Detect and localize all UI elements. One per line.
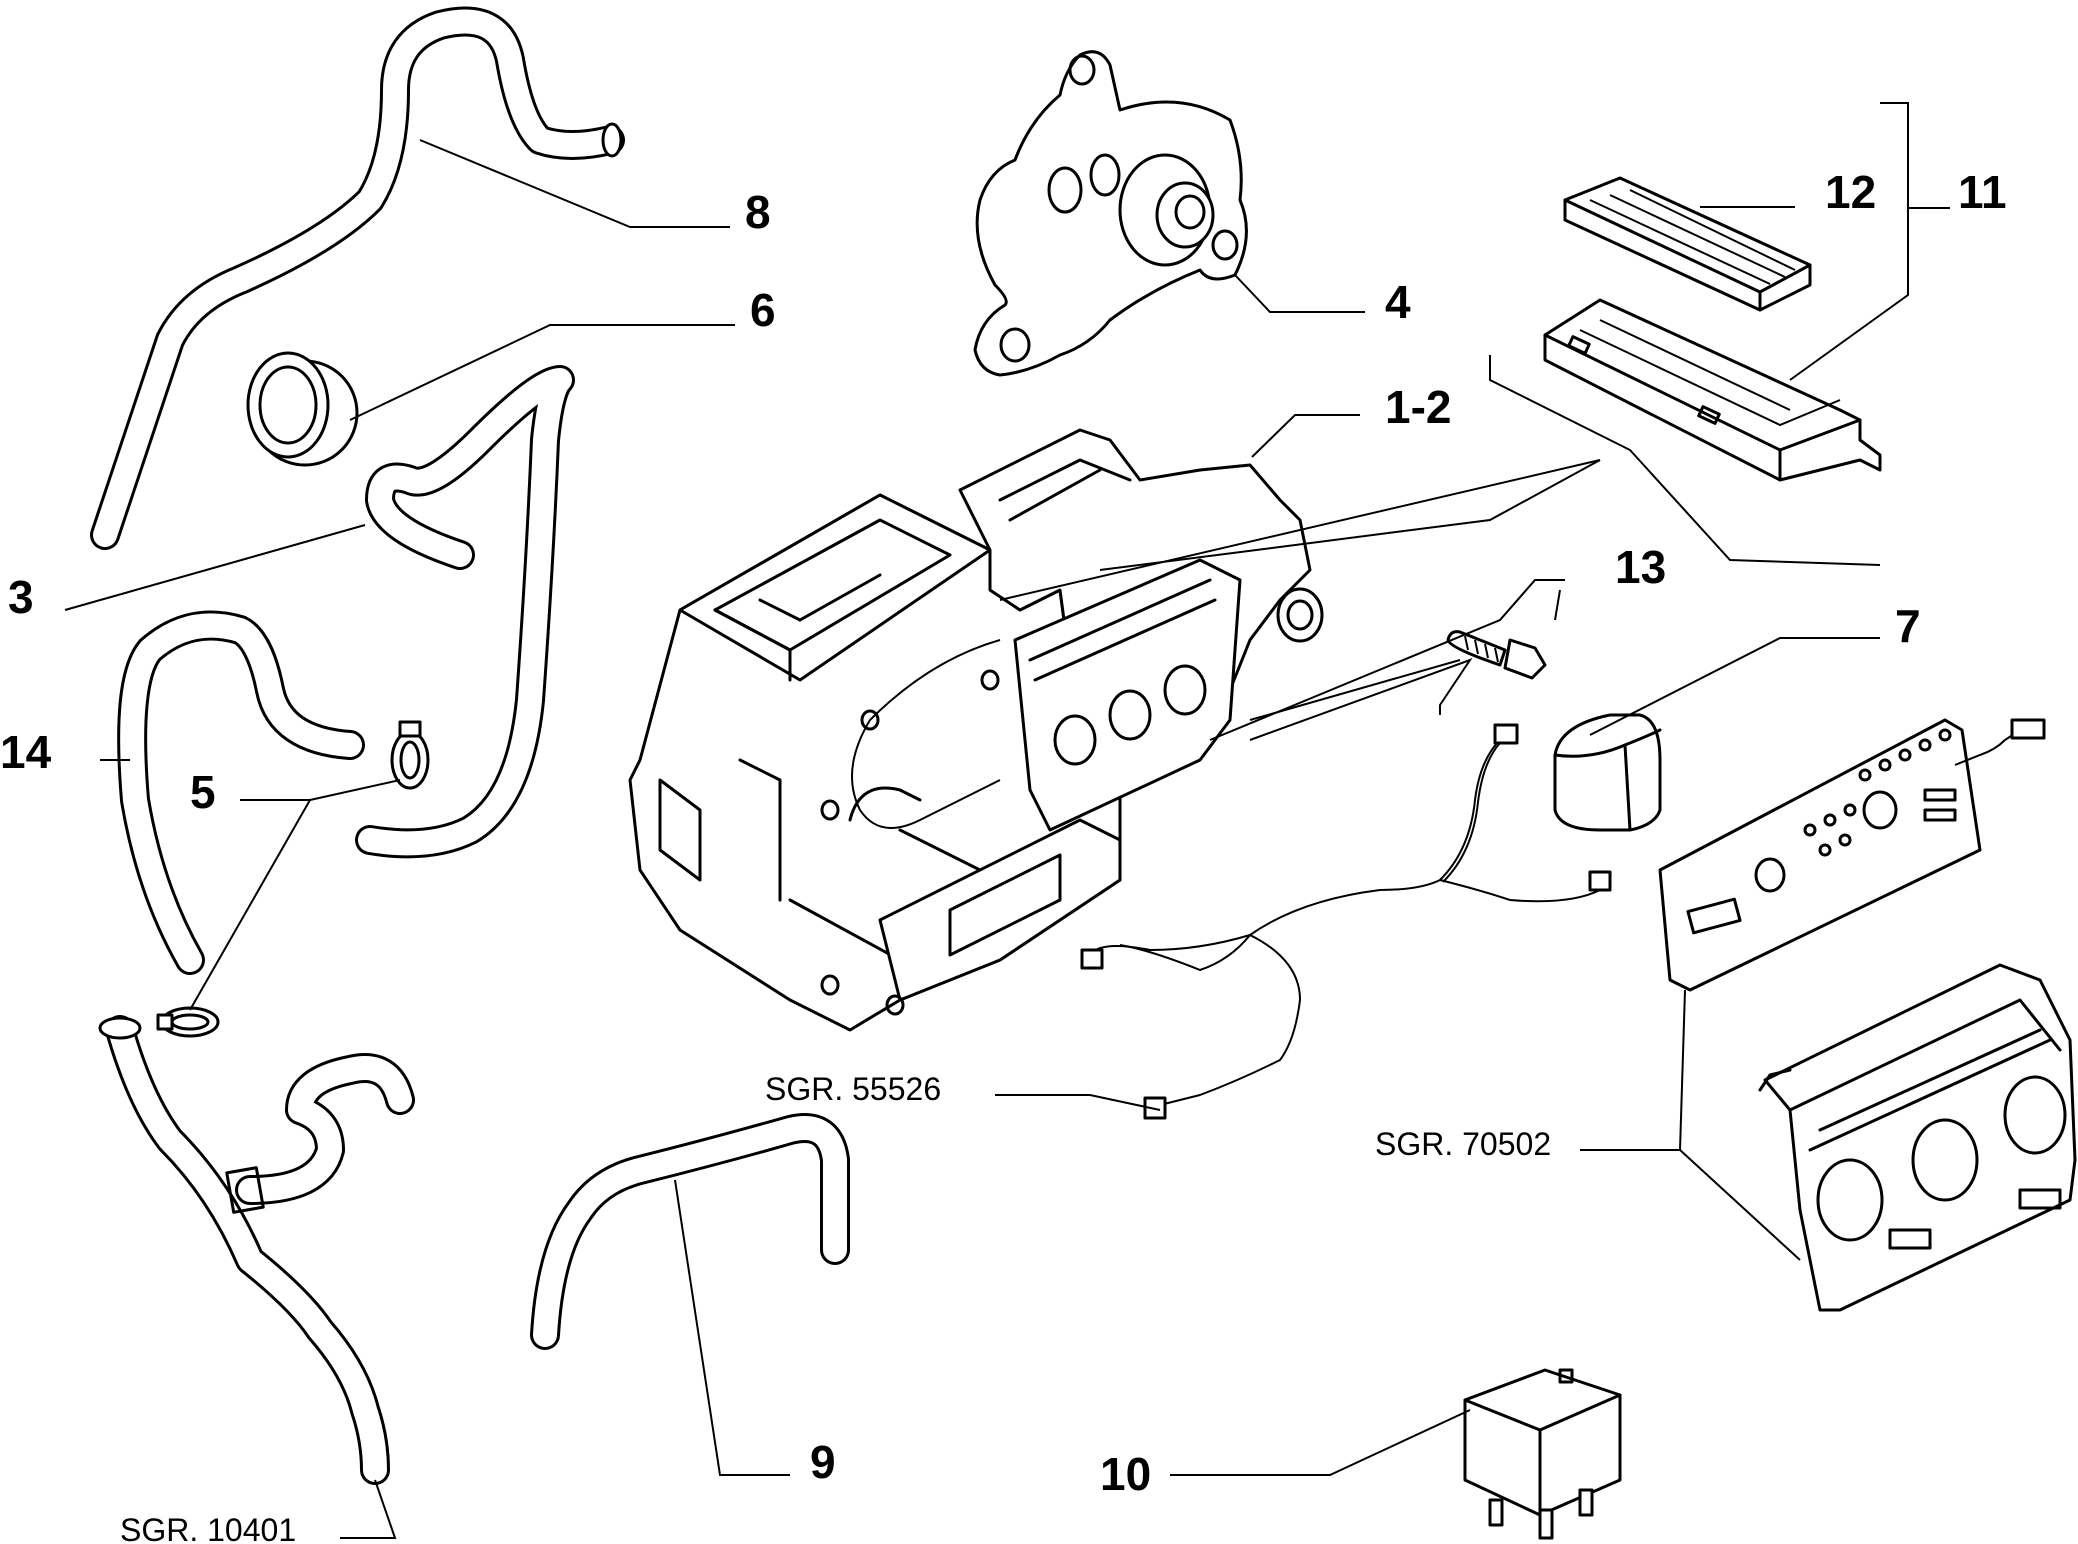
hose-9 xyxy=(530,1113,851,1350)
callout-3: 3 xyxy=(8,571,34,623)
hose-assembly-10401 xyxy=(98,1015,415,1485)
callout-14: 14 xyxy=(0,726,52,778)
callout-7: 7 xyxy=(1895,600,1921,652)
leader-lines xyxy=(64,102,1950,1539)
callout-9: 9 xyxy=(810,1436,836,1488)
cover-plate-4 xyxy=(973,50,1248,377)
callout-12: 12 xyxy=(1825,166,1876,218)
cabin-filter-12 xyxy=(1563,176,1812,312)
callout-11: 11 xyxy=(1958,166,2007,218)
callout-1-2: 1-2 xyxy=(1385,381,1451,433)
hose-3 xyxy=(355,365,575,859)
callout-10: 10 xyxy=(1100,1448,1151,1500)
hose-clamp-5 xyxy=(156,720,430,1038)
callout-6: 6 xyxy=(750,284,776,336)
ref-sgr-70502: SGR. 70502 xyxy=(1375,1126,1551,1162)
callout-5: 5 xyxy=(190,766,216,818)
filter-housing-11 xyxy=(1543,298,1882,482)
knob-7 xyxy=(1553,713,1662,832)
ref-sgr-55526: SGR. 55526 xyxy=(765,1071,941,1107)
control-panel-plate xyxy=(1658,718,2046,992)
callout-4: 4 xyxy=(1385,276,1411,328)
callout-8: 8 xyxy=(745,186,771,238)
wiring-harness-55526 xyxy=(1080,723,1612,1120)
hose-14 xyxy=(117,610,365,975)
seal-ring-6 xyxy=(246,351,359,467)
reference-labels: SGR. 55526 SGR. 70502 SGR. 10401 xyxy=(120,1071,1551,1544)
ref-sgr-10401: SGR. 10401 xyxy=(120,1512,296,1544)
control-panel-bezel xyxy=(1758,963,2077,1312)
heater-unit-1-2 xyxy=(628,428,1324,1032)
callout-13: 13 xyxy=(1615,541,1666,593)
relay-10 xyxy=(1463,1368,1622,1540)
callout-labels: 8 6 4 12 11 1-2 3 13 7 14 5 9 10 xyxy=(0,166,2007,1500)
bolt-13 xyxy=(1446,630,1547,680)
hose-8 xyxy=(90,6,625,550)
